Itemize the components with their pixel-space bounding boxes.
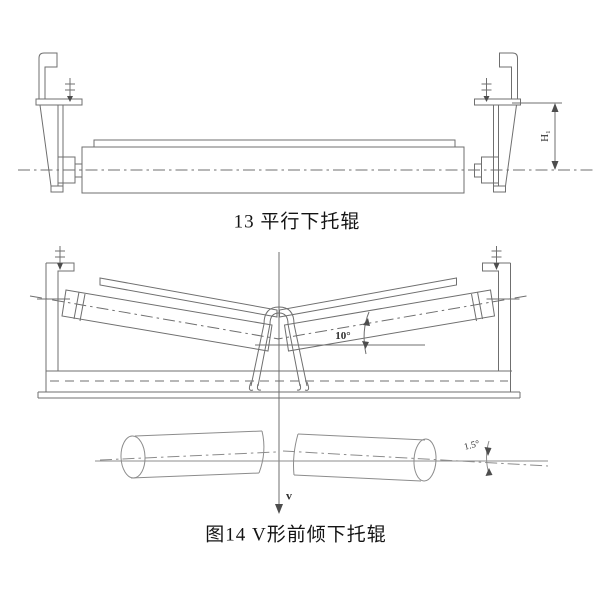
bolt-symbol bbox=[55, 246, 65, 270]
right-roller-axis bbox=[277, 295, 527, 340]
bolt-symbol bbox=[491, 246, 502, 270]
plan-left-axis bbox=[99, 451, 277, 461]
left-roller-body bbox=[61, 289, 273, 352]
belt-direction-label: v bbox=[286, 488, 292, 503]
right-inclined-roller bbox=[277, 277, 527, 352]
figure14-v-idler-drawing bbox=[29, 246, 549, 514]
figure13-caption: 13 平行下托辊 bbox=[233, 211, 361, 233]
belt-strip bbox=[93, 139, 456, 148]
bolt-symbol bbox=[65, 78, 75, 102]
left-hanger-bracket bbox=[35, 52, 83, 193]
right-hanger-bracket bbox=[474, 52, 521, 193]
right-roller-body bbox=[283, 289, 496, 352]
plan-left-cylinder bbox=[99, 430, 277, 479]
h1-dimension bbox=[512, 102, 562, 170]
center-support-stand bbox=[248, 306, 310, 391]
left-frame-channel bbox=[45, 246, 75, 392]
right-frame-channel bbox=[482, 246, 511, 392]
figure13-parallel-idler-drawing bbox=[18, 52, 596, 194]
trough-angle-dimension bbox=[255, 311, 425, 355]
bolt-symbol bbox=[481, 78, 492, 102]
plan-view-rollers bbox=[95, 430, 549, 482]
right-axle-detail bbox=[471, 291, 520, 322]
left-inclined-roller bbox=[29, 277, 280, 352]
frame-base bbox=[37, 370, 521, 399]
left-belt-strip bbox=[99, 277, 278, 318]
left-roller-axis bbox=[29, 295, 280, 340]
figure14-caption: 图14 V形前倾下托辊 bbox=[205, 524, 387, 546]
plan-right-cylinder bbox=[282, 433, 549, 482]
h1-dimension-label: H₁ bbox=[539, 130, 551, 142]
left-axle-detail bbox=[37, 291, 86, 322]
trough-angle-label: 10° bbox=[335, 330, 351, 342]
tilt-angle-dimension bbox=[484, 440, 493, 476]
right-belt-strip bbox=[279, 277, 457, 318]
plan-right-axis bbox=[282, 450, 549, 467]
belt-direction-arrow bbox=[275, 504, 283, 514]
